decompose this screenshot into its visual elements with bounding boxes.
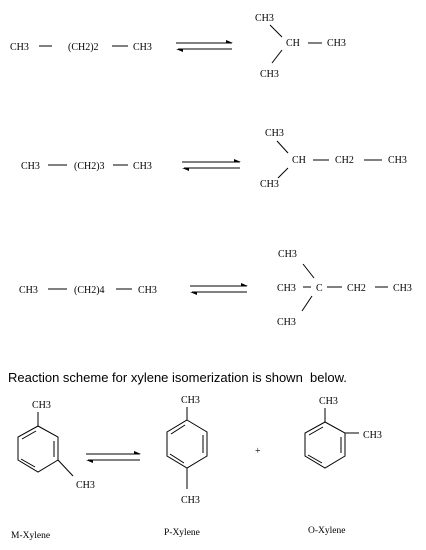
xylene-caption: Reaction scheme for xylene isomerization…: [8, 370, 347, 385]
xylene-equilibrium-arrow: [86, 451, 141, 463]
para-xylene-double-2: [169, 453, 185, 464]
meta-xylene-double-3: [21, 430, 37, 440]
r2-product-bond-bottom: [277, 167, 289, 179]
r1-reactant-start: CH3: [10, 42, 29, 53]
r2-product-bond-top: [276, 140, 289, 154]
r3-product-ch2: CH2: [347, 283, 366, 294]
meta-xylene: CH3 CH3 M-Xylene: [11, 400, 95, 541]
r2-equilibrium-arrow: [182, 159, 241, 171]
r3-product-bond-bottom: [301, 295, 313, 312]
r3-product-center: C: [316, 283, 323, 294]
ortho-xylene-double-2: [307, 454, 323, 464]
meta-xylene-sub-bottom: CH3: [76, 480, 95, 491]
r2-reactant-end: CH3: [133, 161, 152, 172]
r3-equilibrium-arrow: [190, 283, 248, 295]
r3-product-left: CH3: [277, 283, 296, 294]
r3-reactant-end: CH3: [138, 285, 157, 296]
ortho-xylene-sub-top: CH3: [319, 396, 338, 407]
ortho-xylene-ring: [304, 421, 346, 469]
ortho-xylene-name: O-Xylene: [308, 526, 345, 536]
meta-xylene-sub-top: CH3: [32, 400, 51, 411]
r1-reactant-mid: (CH2)2: [68, 42, 99, 53]
para-xylene-ring: [166, 419, 208, 469]
meta-xylene-ring: [17, 425, 59, 473]
r3-reactant-start: CH3: [19, 285, 38, 296]
para-xylene-name: P-Xylene: [164, 528, 200, 538]
r3-product-right: CH3: [393, 283, 412, 294]
r2-product-bottom: CH3: [260, 179, 279, 190]
r1-equilibrium-arrow: [176, 40, 233, 52]
plus-sign: +: [255, 446, 261, 457]
r3-product-top: CH3: [278, 249, 297, 260]
r3-reactant-mid: (CH2)4: [74, 285, 105, 296]
r2-reactant-mid: (CH2)3: [74, 161, 105, 172]
r1-product-right: CH3: [327, 38, 346, 49]
ortho-xylene-double-3: [308, 426, 324, 436]
r1-reactant-end: CH3: [133, 42, 152, 53]
r1-product-center: CH: [286, 38, 300, 49]
para-xylene-sub-bottom: CH3: [181, 495, 200, 506]
reaction-2: CH3 (CH2)3 CH3 CH3 CH CH2 CH3 CH3: [21, 128, 407, 190]
meta-xylene-bond-bottom: [57, 459, 74, 477]
para-xylene: CH3 CH3 P-Xylene: [164, 395, 208, 538]
r1-product-bond-top: [269, 24, 283, 38]
r1-product-bottom: CH3: [260, 69, 279, 80]
meta-xylene-double-2: [20, 458, 36, 468]
r2-reactant-start: CH3: [21, 161, 40, 172]
para-xylene-sub-top: CH3: [181, 395, 200, 406]
r3-product-bottom: CH3: [277, 317, 296, 328]
r2-product-ch2: CH2: [335, 155, 354, 166]
r1-product-bond-bottom: [271, 49, 283, 64]
r2-product-top: CH3: [265, 128, 284, 139]
r2-product-center: CH: [292, 155, 306, 166]
r1-product-top: CH3: [255, 13, 274, 24]
meta-xylene-name: M-Xylene: [11, 531, 50, 541]
reaction-3: CH3 (CH2)4 CH3 CH3 CH3 C CH2 CH3 CH3: [19, 249, 412, 328]
ortho-xylene: CH3 CH3 O-Xylene: [304, 396, 382, 536]
r3-product-bond-top: [302, 263, 315, 279]
para-xylene-double-3: [170, 424, 186, 435]
r2-product-right: CH3: [388, 155, 407, 166]
ortho-xylene-sub-right: CH3: [363, 430, 382, 441]
reaction-1: CH3 (CH2)2 CH3 CH3 CH CH3 CH3: [10, 13, 346, 80]
